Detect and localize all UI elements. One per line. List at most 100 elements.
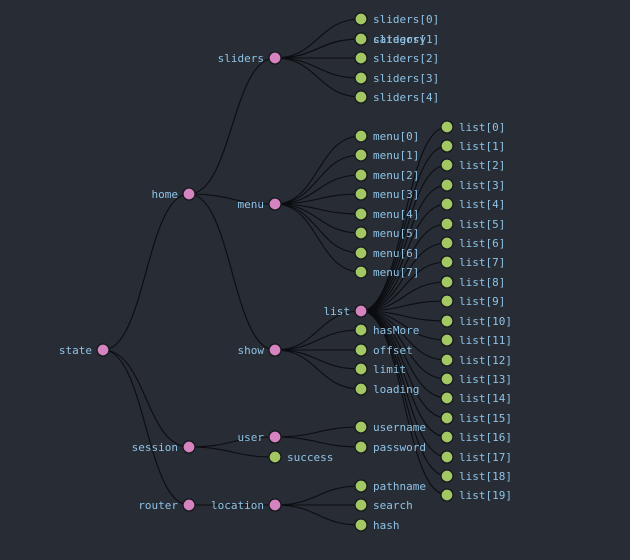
tree-node-list-18[interactable]: list[18] — [440, 469, 512, 483]
tree-node-list[interactable]: list — [324, 304, 368, 318]
tree-node-list-5[interactable]: list[5] — [440, 217, 505, 231]
leaf-node-dot[interactable] — [440, 120, 454, 134]
tree-node-list-11[interactable]: list[11] — [440, 333, 512, 347]
branch-node-dot[interactable] — [182, 187, 196, 201]
leaf-node-dot[interactable] — [354, 479, 368, 493]
tree-node-list-2[interactable]: list[2] — [440, 158, 505, 172]
leaf-node-dot[interactable] — [440, 488, 454, 502]
tree-node-list-12[interactable]: list[12] — [440, 353, 512, 367]
tree-node-list-17[interactable]: list[17] — [440, 450, 512, 464]
tree-node-loading[interactable]: loading — [354, 382, 419, 396]
leaf-node-dot[interactable] — [268, 450, 282, 464]
tree-node-location[interactable]: location — [211, 498, 282, 512]
branch-node-dot[interactable] — [182, 498, 196, 512]
tree-node-menu-0[interactable]: menu[0] — [354, 129, 419, 143]
tree-node-list-8[interactable]: list[8] — [440, 275, 505, 289]
tree-node-menu-2[interactable]: menu[2] — [354, 168, 419, 182]
tree-node-list-7[interactable]: list[7] — [440, 255, 505, 269]
branch-node-dot[interactable] — [96, 343, 110, 357]
leaf-node-dot[interactable] — [440, 236, 454, 250]
tree-node-session[interactable]: session — [132, 440, 196, 454]
tree-node-list-16[interactable]: list[16] — [440, 430, 512, 444]
tree-node-menu-4[interactable]: menu[4] — [354, 207, 419, 221]
leaf-node-dot[interactable] — [440, 314, 454, 328]
branch-node-dot[interactable] — [268, 197, 282, 211]
leaf-node-dot[interactable] — [354, 90, 368, 104]
tree-node-list-1[interactable]: list[1] — [440, 139, 505, 153]
tree-node-list-9[interactable]: list[9] — [440, 294, 505, 308]
leaf-node-dot[interactable] — [354, 148, 368, 162]
leaf-node-dot[interactable] — [354, 265, 368, 279]
tree-node-list-4[interactable]: list[4] — [440, 197, 505, 211]
branch-node-dot[interactable] — [268, 498, 282, 512]
leaf-node-dot[interactable] — [354, 420, 368, 434]
tree-node-menu[interactable]: menu — [238, 197, 282, 211]
tree-node-menu-5[interactable]: menu[5] — [354, 226, 419, 240]
leaf-node-dot[interactable] — [440, 353, 454, 367]
leaf-node-dot[interactable] — [440, 255, 454, 269]
tree-node-sliders-1[interactable]: sliders[1] — [354, 32, 439, 46]
leaf-node-dot[interactable] — [354, 498, 368, 512]
leaf-node-dot[interactable] — [354, 71, 368, 85]
leaf-node-dot[interactable] — [440, 158, 454, 172]
tree-node-sliders-2[interactable]: sliders[2] — [354, 51, 439, 65]
leaf-node-dot[interactable] — [354, 129, 368, 143]
tree-node-username[interactable]: username — [354, 420, 426, 434]
leaf-node-dot[interactable] — [440, 469, 454, 483]
branch-node-dot[interactable] — [268, 430, 282, 444]
tree-node-user[interactable]: user — [238, 430, 282, 444]
tree-node-menu-6[interactable]: menu[6] — [354, 246, 419, 260]
leaf-node-dot[interactable] — [440, 139, 454, 153]
tree-node-menu-1[interactable]: menu[1] — [354, 148, 419, 162]
tree-node-router[interactable]: router — [138, 498, 196, 512]
tree-node-list-19[interactable]: list[19] — [440, 488, 512, 502]
leaf-node-dot[interactable] — [440, 411, 454, 425]
tree-node-home[interactable]: home — [152, 187, 196, 201]
tree-node-hash[interactable]: hash — [354, 518, 400, 532]
tree-node-list-13[interactable]: list[13] — [440, 372, 512, 386]
leaf-node-dot[interactable] — [354, 518, 368, 532]
leaf-node-dot[interactable] — [440, 217, 454, 231]
leaf-node-dot[interactable] — [440, 178, 454, 192]
branch-node-dot[interactable] — [268, 343, 282, 357]
tree-node-menu-3[interactable]: menu[3] — [354, 187, 419, 201]
leaf-node-dot[interactable] — [440, 450, 454, 464]
leaf-node-dot[interactable] — [354, 187, 368, 201]
leaf-node-dot[interactable] — [354, 168, 368, 182]
leaf-node-dot[interactable] — [440, 372, 454, 386]
leaf-node-dot[interactable] — [440, 333, 454, 347]
tree-node-sliders-0[interactable]: sliders[0] — [354, 12, 439, 26]
tree-node-list-0[interactable]: list[0] — [440, 120, 505, 134]
leaf-node-dot[interactable] — [440, 391, 454, 405]
leaf-node-dot[interactable] — [354, 12, 368, 26]
tree-node-list-15[interactable]: list[15] — [440, 411, 512, 425]
leaf-node-dot[interactable] — [354, 323, 368, 337]
leaf-node-dot[interactable] — [440, 197, 454, 211]
branch-node-dot[interactable] — [354, 304, 368, 318]
leaf-node-dot[interactable] — [440, 430, 454, 444]
tree-node-list-14[interactable]: list[14] — [440, 391, 512, 405]
tree-node-list-10[interactable]: list[10] — [440, 314, 512, 328]
tree-node-has-more[interactable]: hasMore — [354, 323, 419, 337]
branch-node-dot[interactable] — [182, 440, 196, 454]
tree-node-sliders-3[interactable]: sliders[3] — [354, 71, 439, 85]
tree-node-password[interactable]: password — [354, 440, 426, 454]
tree-node-state[interactable]: state — [59, 343, 110, 357]
tree-node-limit[interactable]: limit — [354, 362, 406, 376]
leaf-node-dot[interactable] — [354, 51, 368, 65]
tree-node-success[interactable]: success — [268, 450, 333, 464]
tree-node-menu-7[interactable]: menu[7] — [354, 265, 419, 279]
tree-node-sliders[interactable]: sliders — [218, 51, 282, 65]
leaf-node-dot[interactable] — [440, 294, 454, 308]
tree-node-offset[interactable]: offset — [354, 343, 413, 357]
tree-node-search[interactable]: search — [354, 498, 413, 512]
leaf-node-dot[interactable] — [354, 343, 368, 357]
leaf-node-dot[interactable] — [354, 226, 368, 240]
leaf-node-dot[interactable] — [354, 32, 368, 46]
leaf-node-dot[interactable] — [354, 246, 368, 260]
tree-node-sliders-4[interactable]: sliders[4] — [354, 90, 439, 104]
leaf-node-dot[interactable] — [354, 440, 368, 454]
leaf-node-dot[interactable] — [440, 275, 454, 289]
leaf-node-dot[interactable] — [354, 362, 368, 376]
tree-node-list-6[interactable]: list[6] — [440, 236, 505, 250]
